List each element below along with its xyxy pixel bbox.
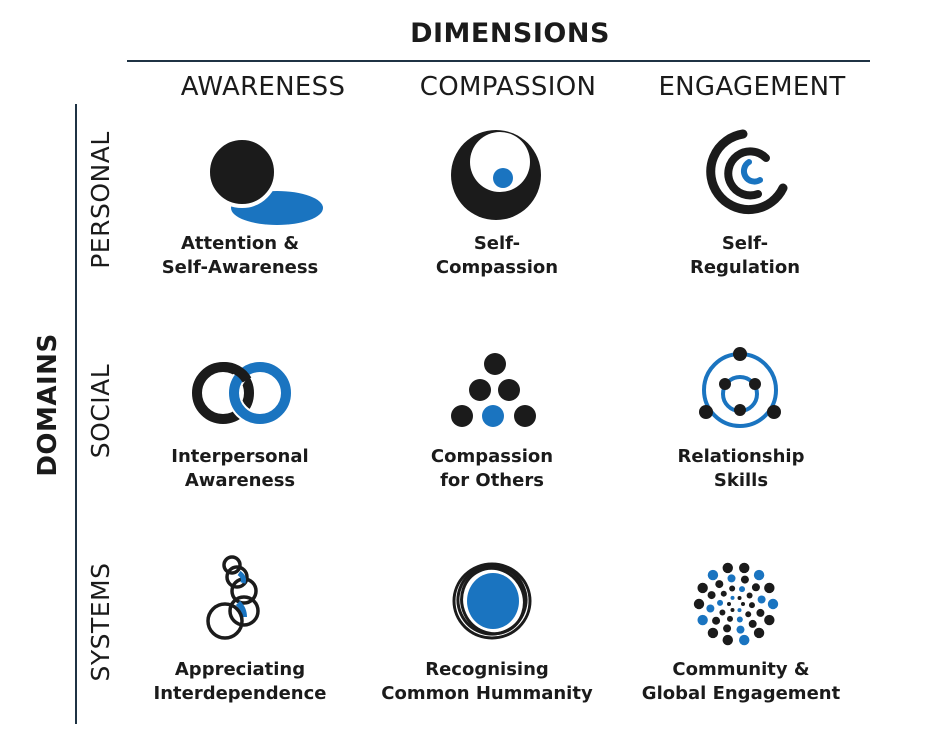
- community-dot: [739, 586, 746, 593]
- row-personal: PERSONAL: [86, 131, 115, 269]
- cell-label-community: Community &Global Engagement: [641, 659, 841, 704]
- compassion-dots-icon: [451, 353, 536, 427]
- community-dot: [764, 614, 775, 626]
- domains-title: DOMAINS: [33, 333, 63, 477]
- community-dot: [746, 592, 753, 599]
- community-dot: [748, 619, 757, 628]
- community-dot: [722, 634, 733, 646]
- community-dot: [737, 595, 742, 600]
- community-dot: [719, 609, 726, 616]
- community-dot: [717, 599, 724, 606]
- interpersonal-rings-icon: [192, 360, 293, 426]
- dimensions-divider: [127, 60, 870, 62]
- community-dots-icon: [693, 562, 779, 646]
- community-dot: [707, 627, 719, 639]
- community-dot: [757, 595, 766, 604]
- column-engagement: ENGAGEMENT: [658, 72, 846, 102]
- community-dot: [767, 598, 779, 610]
- community-dot: [736, 625, 745, 634]
- community-dot: [707, 569, 719, 581]
- column-awareness: AWARENESS: [180, 72, 346, 102]
- common-humanity-icon: [452, 562, 532, 640]
- community-dot: [730, 595, 735, 600]
- dimensions-title: DIMENSIONS: [410, 18, 610, 49]
- community-dot: [729, 585, 736, 592]
- community-dot: [756, 608, 765, 617]
- community-dot: [712, 616, 721, 625]
- community-dot: [697, 582, 708, 594]
- community-dot: [739, 562, 750, 574]
- community-dot: [715, 580, 724, 589]
- rows-divider: [75, 104, 77, 724]
- community-dot: [737, 608, 742, 613]
- cell-label-self-regulation: Self-Regulation: [689, 233, 801, 278]
- row-social: SOCIAL: [86, 363, 115, 459]
- self-compassion-icon: [451, 130, 541, 220]
- community-dot: [722, 562, 733, 574]
- community-dot: [726, 615, 733, 622]
- community-dot: [693, 598, 705, 610]
- community-dot: [706, 604, 715, 613]
- community-dot: [723, 624, 732, 633]
- community-dot: [751, 583, 760, 592]
- community-dot: [753, 569, 765, 581]
- community-dot: [720, 590, 727, 597]
- community-dot: [741, 602, 745, 607]
- community-dot: [764, 582, 775, 594]
- column-compassion: COMPASSION: [419, 72, 597, 102]
- attention-icon: [206, 136, 323, 225]
- cell-label-attention: Attention &Self-Awareness: [161, 233, 319, 278]
- community-dot: [740, 575, 749, 584]
- community-dot: [736, 616, 743, 623]
- community-dot: [753, 627, 765, 639]
- community-dot: [727, 574, 736, 583]
- community-dot: [748, 602, 755, 609]
- community-dot: [707, 591, 716, 600]
- community-dot: [727, 601, 731, 606]
- self-regulation-icon: [706, 129, 788, 214]
- community-dot: [730, 608, 735, 613]
- community-dot: [697, 614, 708, 626]
- community-dot: [739, 634, 750, 646]
- community-dot: [745, 611, 752, 618]
- row-systems: SYSTEMS: [86, 562, 115, 682]
- relationship-network-icon: [699, 347, 781, 428]
- cell-label-self-compassion: Self-Compassion: [435, 233, 559, 278]
- interdependence-circles-icon: [206, 555, 260, 640]
